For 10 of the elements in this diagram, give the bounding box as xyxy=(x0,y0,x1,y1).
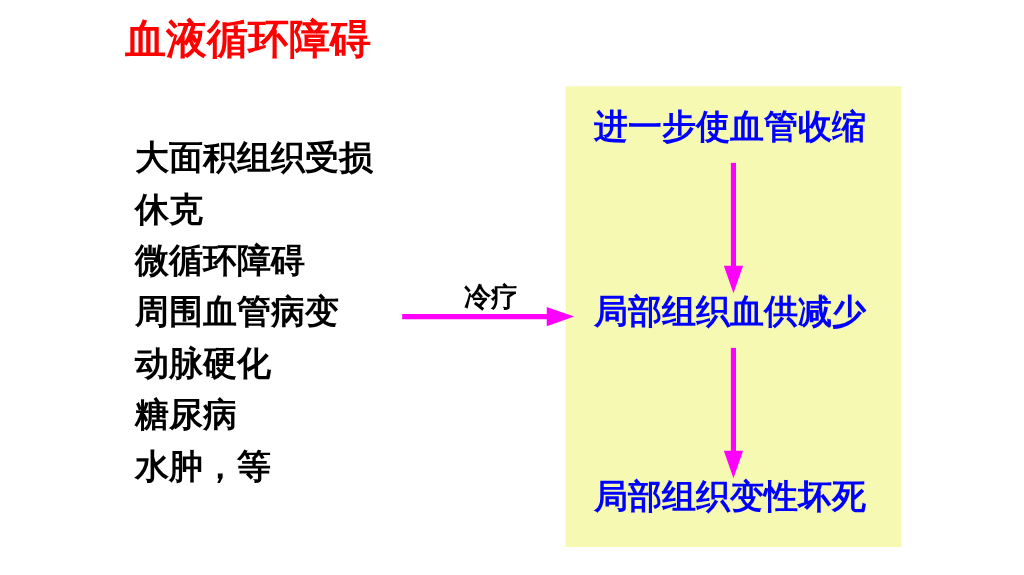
diagram-title: 血液循环障碍 xyxy=(124,15,371,64)
arrow xyxy=(723,162,743,294)
arrow xyxy=(401,307,574,327)
node-text: 大面积组织受损 休克 微循环障碍 周围血管病变 动脉硬化 糖尿病 水肿，等 xyxy=(134,137,373,486)
node-text: 进一步使血管收缩 xyxy=(593,106,866,147)
arrow xyxy=(723,347,743,479)
edge-label: 冷疗 xyxy=(463,281,518,312)
cluster xyxy=(565,86,901,547)
node-text: 局部组织血供减少 xyxy=(593,291,866,332)
node-text: 局部组织变性坏死 xyxy=(593,476,866,517)
